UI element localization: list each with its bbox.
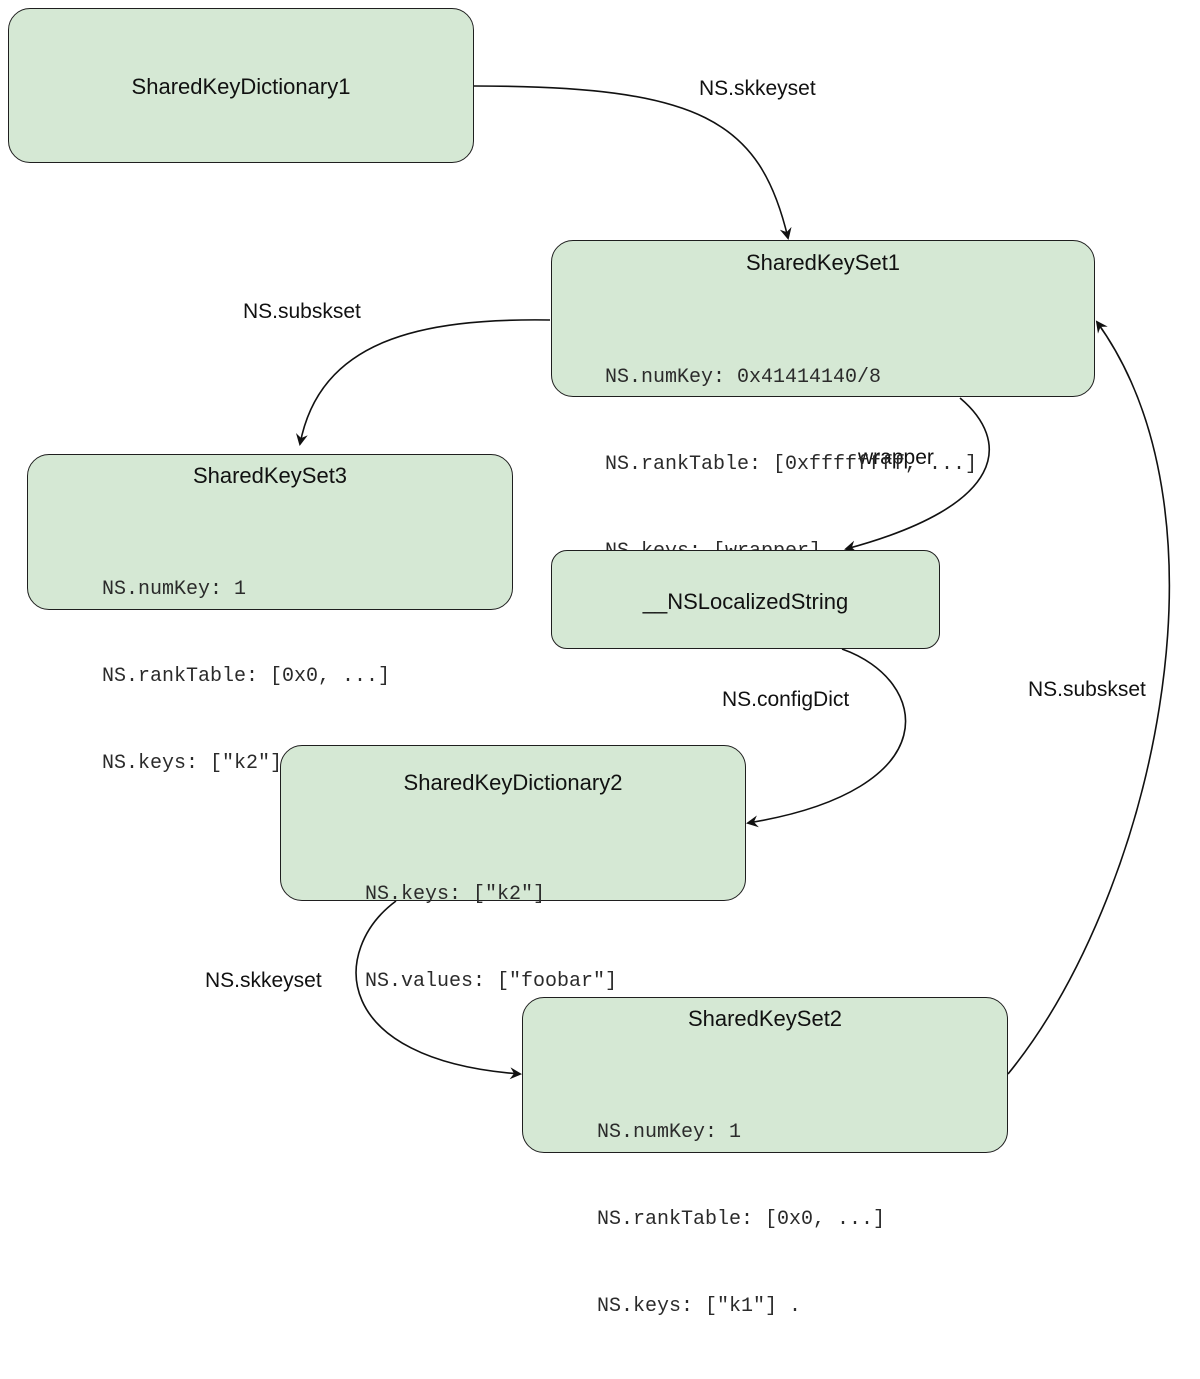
node-ns-localized-string: __NSLocalizedString bbox=[551, 550, 940, 649]
edge-dict1-to-set1 bbox=[473, 85, 792, 240]
edge-dict2-to-set2 bbox=[355, 900, 522, 1080]
edges-layer bbox=[296, 85, 1171, 1080]
field-num-key: NS.numKey: 1 bbox=[597, 1121, 742, 1144]
node-shared-key-dictionary-1: SharedKeyDictionary1 bbox=[8, 8, 474, 163]
node-fields: NS.numKey: 1 NS.rankTable: [0x0, ...] NS… bbox=[102, 517, 390, 836]
edge-label-wrapper: wrapper bbox=[858, 446, 934, 469]
node-title: SharedKeyDictionary1 bbox=[131, 74, 351, 99]
node-shared-key-set-1: SharedKeySet1 NS.numKey: 0x41414140/8 NS… bbox=[551, 240, 1095, 563]
node-title: SharedKeyDictionary2 bbox=[403, 770, 623, 795]
edge-label-dict2-skkeyset: NS.skkeyset bbox=[205, 969, 322, 992]
node-title: SharedKeySet3 bbox=[192, 463, 348, 488]
field-keys: NS.keys: ["k2"] bbox=[365, 883, 546, 906]
node-fields: NS.keys: ["k2"] NS.values: ["foobar"] bbox=[365, 822, 617, 1054]
node-shared-key-set-3: SharedKeySet3 NS.numKey: 1 NS.rankTable:… bbox=[27, 454, 513, 775]
field-num-key: NS.numKey: 0x41414140/8 bbox=[605, 366, 882, 389]
node-title: SharedKeySet1 bbox=[745, 250, 901, 275]
field-rank-table: NS.rankTable: [0x0, ...] bbox=[597, 1208, 886, 1231]
edge-label-dict1-skkeyset: NS.skkeyset bbox=[699, 77, 816, 100]
field-values: NS.values: ["foobar"] bbox=[365, 970, 618, 993]
edge-set2-to-set1 bbox=[1007, 320, 1171, 1075]
field-rank-table: NS.rankTable: [0xffffffff, ...] bbox=[605, 453, 978, 476]
edge-localized-to-dict2 bbox=[746, 648, 907, 828]
field-rank-table: NS.rankTable: [0x0, ...] bbox=[102, 665, 391, 688]
node-title: SharedKeySet2 bbox=[687, 1006, 843, 1031]
node-title: __NSLocalizedString bbox=[642, 589, 849, 614]
edge-label-configdict: NS.configDict bbox=[722, 688, 850, 711]
node-shared-key-set-2: SharedKeySet2 NS.numKey: 1 NS.rankTable:… bbox=[522, 997, 1008, 1318]
edge-label-set2-subskset: NS.subskset bbox=[1028, 678, 1146, 701]
field-keys: NS.keys: ["k1"] . bbox=[597, 1295, 802, 1318]
field-num-key: NS.numKey: 1 bbox=[102, 578, 247, 601]
node-shared-key-dictionary-2: SharedKeyDictionary2 NS.keys: ["k2"] NS.… bbox=[280, 745, 746, 993]
edge-label-set1-subskset: NS.subskset bbox=[243, 300, 361, 323]
node-fields: NS.numKey: 1 NS.rankTable: [0x0, ...] NS… bbox=[597, 1060, 885, 1379]
edge-set1-to-set3 bbox=[296, 319, 551, 446]
field-keys: NS.keys: ["k2"] bbox=[102, 752, 283, 775]
edge-set1-to-localized bbox=[844, 397, 990, 553]
